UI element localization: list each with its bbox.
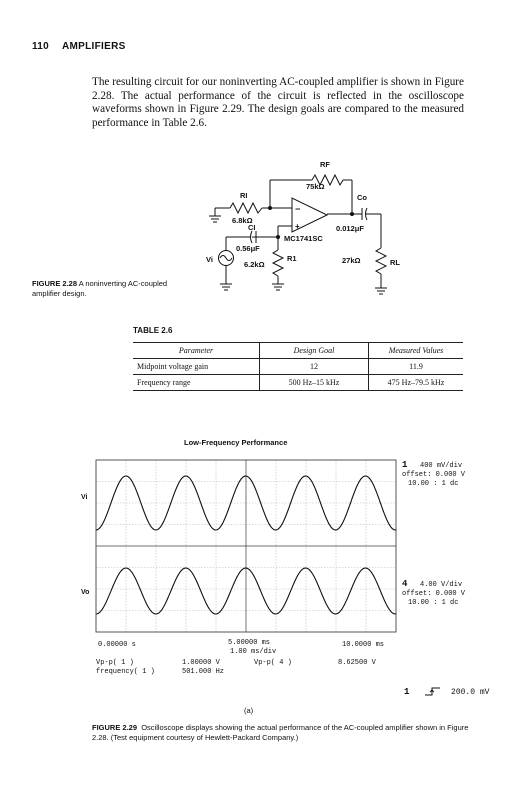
table-header-cell: Parameter [133,342,260,359]
table-cell: 12 [259,358,369,375]
table-cell: Midpoint voltage gain [133,358,260,375]
vpp4-value: 8.62500 V [338,659,376,667]
ci-value: 0.56μF [236,244,260,253]
ri-label: RI [240,191,248,200]
time-end: 10.0000 ms [342,641,385,649]
ch1-number: 1 [402,460,408,470]
ch4-number: 4 [402,579,408,589]
ch4-settings: 4 4.00 V/div offset: 0.000 V 10.00 : 1 d… [402,580,522,608]
table-2-6: Parameter Design Goal Measured Values Mi… [133,342,463,391]
body-paragraph: The resulting circuit for our noninverti… [92,76,464,129]
ch4-coupling: 10.00 : 1 dc [408,599,459,607]
figure-2-29-label: FIGURE 2.29 [92,723,138,732]
vo-waveform [95,567,397,615]
figure-2-28-label: FIGURE 2.28 [32,279,78,288]
vpp1-value: 1.00000 V [182,659,220,667]
figure-2-28-text: A noninverting AC-coupled amplifier desi… [32,279,168,298]
vi-channel-label: Vi [81,494,88,501]
vpp1-label: Vp-p( 1 ) [96,659,134,667]
rf-value: 75kΩ [306,182,325,191]
trigger-channel: 1 [404,687,410,697]
page-number: 110 [32,41,50,52]
table-title: TABLE 2.6 [133,326,173,335]
table-cell: 475 Hz–79.5 kHz [368,374,463,391]
table-row: Midpoint voltage gain 12 11.9 [133,358,463,375]
ch1-settings: 1 400 mV/div offset: 0.000 V 10.00 : 1 d… [402,461,522,489]
vi-waveform [95,475,397,531]
rf-label: RF [320,160,330,169]
opamp-plus-sign: + [295,222,300,231]
vo-channel-label: Vo [81,589,90,596]
table-row: Frequency range 500 Hz–15 kHz 475 Hz–79.… [133,374,463,391]
figure-2-28-caption: FIGURE 2.28 A noninverting AC-coupled am… [32,279,182,298]
circuit-diagram: − + RF 75kΩ RI 6.8kΩ CI 0.56μF Co 0.012μ… [206,160,400,295]
co-label: Co [357,193,367,202]
table-header-cell: Design Goal [259,342,369,359]
trigger-level: 200.0 mV [451,688,490,697]
vpp4-label: Vp-p( 4 ) [254,659,292,667]
ri-value: 6.8kΩ [232,216,253,225]
time-start: 0.00000 s [98,641,136,649]
r1-value: 6.2kΩ [244,260,265,269]
opamp-minus-sign: − [295,204,300,214]
table-cell: Frequency range [133,374,260,391]
co-value: 0.012μF [336,224,364,233]
rl-value: 27kΩ [342,256,361,265]
ci-label: CI [248,223,256,232]
table-cell: 500 Hz–15 kHz [259,374,369,391]
frequency-value: 501.000 Hz [182,668,225,676]
table-header-row: Parameter Design Goal Measured Values [133,342,463,359]
figure-2-29-caption: FIGURE 2.29 Oscilloscope displays showin… [92,723,487,742]
ch1-coupling: 10.00 : 1 dc [408,480,459,488]
trigger-readout: 1 200.0 mV [404,687,489,697]
frequency-label: frequency( 1 ) [96,668,155,676]
oscilloscope-title: Low-Frequency Performance [184,438,288,447]
oscilloscope-screen [95,459,397,633]
trigger-edge-icon [425,687,441,696]
r1-label: R1 [287,254,297,263]
vi-source-label: Vi [206,255,213,264]
table-header-cell: Measured Values [368,342,463,359]
ch1-scale: 400 mV/div [420,462,463,470]
time-mid: 5.00000 ms [228,639,271,647]
rl-label: RL [390,258,400,267]
figure-2-29-text: Oscilloscope displays showing the actual… [92,723,469,742]
subpanel-label: (a) [244,706,254,715]
ch4-scale: 4.00 V/div [420,581,463,589]
ch4-offset: offset: 0.000 V [402,590,466,598]
ch1-offset: offset: 0.000 V [402,471,466,479]
time-per-div: 1.00 ms/div [230,648,277,656]
opamp-part: MC1741SC [284,234,323,243]
table-cell: 11.9 [368,358,463,375]
running-header: AMPLIFIERS [62,41,126,52]
